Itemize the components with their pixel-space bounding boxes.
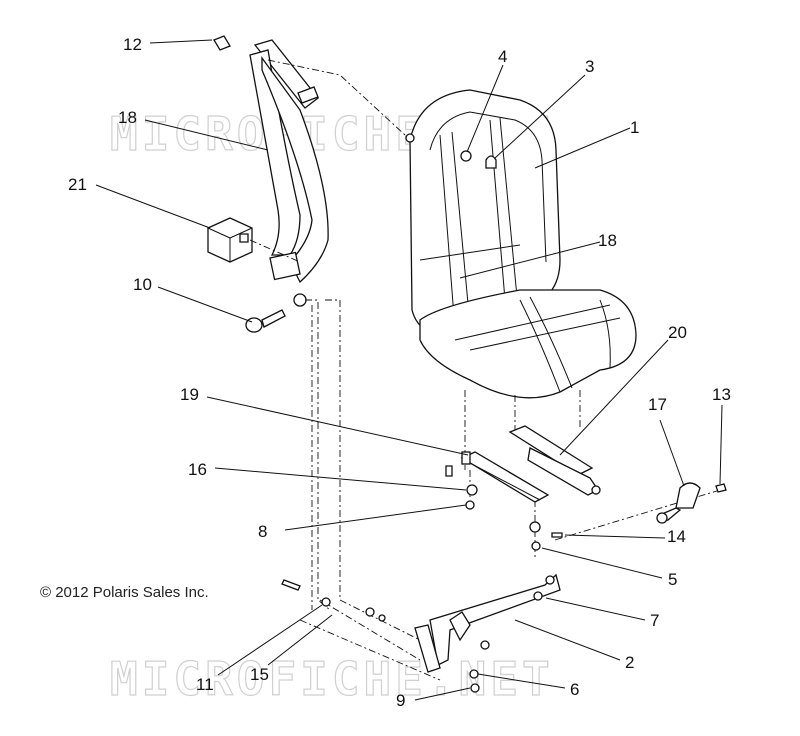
bolt-part-11-icon bbox=[281, 579, 301, 591]
callout-17: 17 bbox=[648, 395, 667, 414]
callout-20: 20 bbox=[668, 323, 687, 342]
seat-slide-rail-part-19 bbox=[460, 451, 550, 503]
callout-16: 16 bbox=[188, 460, 207, 479]
washer-part-15-icon bbox=[321, 597, 331, 607]
callout-9: 9 bbox=[396, 691, 405, 710]
callout-10: 10 bbox=[133, 275, 152, 294]
hardware-stack bbox=[445, 465, 563, 551]
watermark-bottom: MICROFICHE.NET bbox=[110, 652, 554, 706]
retractor-cover-part-21 bbox=[207, 217, 253, 263]
nut-part-9-icon bbox=[470, 683, 480, 693]
nut-part-4-icon bbox=[460, 150, 472, 162]
callout-13: 13 bbox=[712, 385, 731, 404]
callout-7: 7 bbox=[650, 611, 659, 630]
callout-2: 2 bbox=[625, 653, 634, 672]
seat-belt-webbing bbox=[213, 35, 329, 307]
seat-assembly bbox=[405, 89, 637, 399]
callout-21: 21 bbox=[68, 175, 87, 194]
callout-3: 3 bbox=[585, 57, 594, 76]
nut-part-8-icon bbox=[465, 500, 475, 510]
callout-8: 8 bbox=[258, 522, 267, 541]
guide-bolt-icon bbox=[405, 133, 415, 143]
buckle-part-17-icon bbox=[656, 482, 701, 524]
bolt-part-10-icon bbox=[245, 309, 286, 333]
nut-part-6-icon bbox=[469, 669, 479, 679]
washer-part-16-icon bbox=[466, 484, 478, 496]
callout-5: 5 bbox=[668, 570, 677, 589]
bolt-part-12-icon bbox=[213, 35, 231, 51]
callout-14: 14 bbox=[667, 527, 686, 546]
screw-part-14-icon bbox=[551, 532, 563, 538]
nut-part-5-icon bbox=[531, 541, 541, 551]
callout-labels: 12 18 21 10 4 3 1 18 20 19 17 13 16 8 14… bbox=[68, 35, 731, 710]
callout-19: 19 bbox=[180, 385, 199, 404]
callout-11: 11 bbox=[196, 675, 214, 694]
copyright-notice: © 2012 Polaris Sales Inc. bbox=[40, 584, 209, 601]
callout-4: 4 bbox=[498, 47, 507, 66]
callout-18-right: 18 bbox=[598, 231, 617, 250]
callout-15: 15 bbox=[250, 665, 269, 684]
cap-part-3-icon bbox=[485, 155, 497, 169]
callout-1: 1 bbox=[630, 118, 639, 137]
seat-slide-rail-part-20 bbox=[508, 425, 601, 496]
callout-18-left: 18 bbox=[118, 108, 137, 127]
callout-6: 6 bbox=[570, 680, 579, 699]
callout-12: 12 bbox=[123, 35, 142, 54]
bolt-part-13-icon bbox=[715, 483, 727, 493]
mounting-bracket-part-2 bbox=[414, 573, 561, 673]
leader-lines bbox=[95, 39, 723, 701]
nut-part-7-icon bbox=[533, 591, 543, 601]
